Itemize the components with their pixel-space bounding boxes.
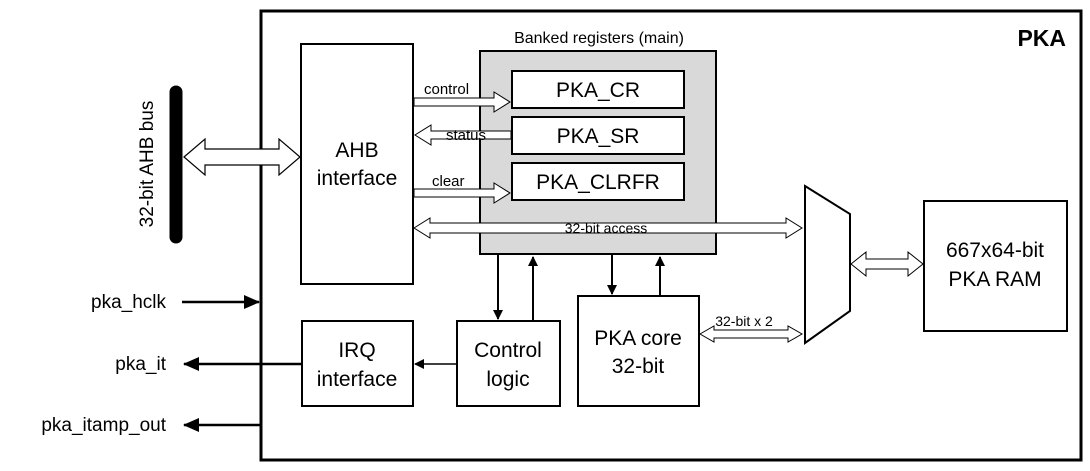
access-arrow: [413, 217, 803, 239]
control-logic-label-2: logic: [486, 368, 529, 391]
ahb-bus-label: 32-bit AHB bus: [137, 101, 158, 228]
reg-pka-clrfr: [511, 162, 685, 201]
pka-ram-label: 667x64-bit: [946, 239, 1044, 262]
pin-itamp-label: pka_itamp_out: [41, 415, 166, 436]
access-label: 32-bit access: [565, 220, 647, 236]
control-arrow: [413, 91, 511, 113]
core-bus-label: 32-bit x 2: [715, 313, 773, 329]
irq-interface-label-2: interface: [317, 368, 398, 391]
ahb-interface-block: [300, 43, 414, 285]
ahb-bus-arrow: [183, 137, 301, 177]
ahb-interface-label-2: interface: [317, 167, 398, 190]
pka-ram-block: [923, 200, 1068, 332]
irq-interface-block: [301, 320, 414, 407]
core-mux-arrow: [698, 325, 804, 343]
reg-pka-clrfr-label: PKA_CLRFR: [536, 171, 660, 194]
module-title: PKA: [1017, 25, 1066, 51]
control-logic-block: [456, 320, 561, 407]
pin-hclk-label: pka_hclk: [91, 292, 166, 313]
pka-ram-label-2: PKA RAM: [948, 268, 1041, 291]
banked-registers-title: Banked registers (main): [514, 30, 684, 47]
pka-core-label-2: 32-bit: [612, 355, 665, 378]
ahb-interface-label: AHB: [335, 139, 378, 162]
pka-core-label: PKA core: [594, 327, 682, 350]
reg-pka-sr-label: PKA_SR: [557, 125, 640, 148]
reg-pka-sr: [511, 116, 685, 155]
clear-label: clear: [432, 173, 465, 190]
control-label: control: [424, 81, 469, 98]
mux-block: [804, 184, 851, 345]
reg-pka-cr: [511, 70, 685, 109]
pka-core-block: [577, 295, 700, 407]
pin-it-label: pka_it: [115, 354, 166, 375]
reg-pka-cr-label: PKA_CR: [556, 79, 640, 102]
clear-arrow: [413, 182, 511, 204]
status-label: status: [446, 127, 486, 144]
irq-interface-label: IRQ: [338, 339, 375, 362]
control-logic-label: Control: [474, 339, 542, 362]
status-arrow: [414, 124, 512, 146]
